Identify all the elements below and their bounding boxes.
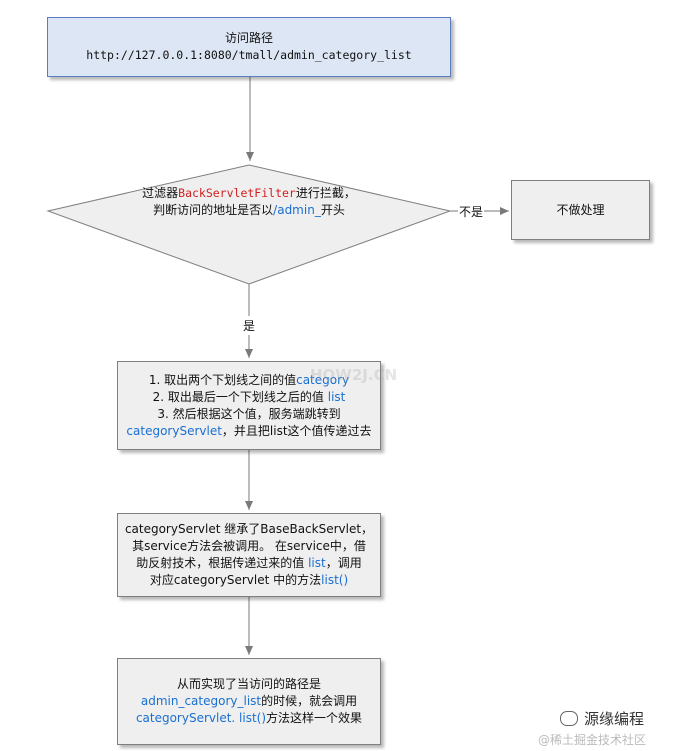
- decision-line1: 过滤器BackServletFilter进行拦截，: [142, 186, 356, 200]
- no-label: 不是: [458, 203, 485, 220]
- start-box: 访问路径 http://127.0.0.1:8080/tmall/admin_c…: [47, 17, 451, 77]
- faint-watermark: HOW2J.CN: [310, 366, 398, 384]
- step2-line2: 其service方法会被调用。 在service中，借: [132, 539, 366, 553]
- step3-line1: 从而实现了当访问的路径是: [176, 677, 321, 691]
- step2-line1: categoryServlet 继承了BaseBackServlet，: [124, 522, 374, 536]
- admin-prefix: /admin_: [273, 203, 321, 217]
- step3-line3: categoryServlet. list()方法这样一个效果: [135, 711, 363, 725]
- step3-line2: admin_category_list的时候，就会调用: [140, 694, 358, 708]
- step1-line1: 1. 取出两个下划线之间的值category: [148, 372, 350, 387]
- step1-line4: categoryServlet，并且把list这个值传递过去: [126, 423, 372, 438]
- step1-box: 1. 取出两个下划线之间的值category 2. 取出最后一个下划线之后的值 …: [117, 361, 381, 450]
- brand-watermark: 源缘编程: [560, 708, 644, 729]
- site-watermark: @稀土掘金技术社区: [538, 733, 647, 747]
- decision-text: 过滤器BackServletFilter进行拦截， 判断访问的地址是否以/adm…: [100, 182, 398, 222]
- step2-box: categoryServlet 继承了BaseBackServlet， 其ser…: [117, 513, 381, 597]
- yes-label: 是: [242, 316, 257, 335]
- start-title: 访问路径: [224, 31, 273, 45]
- start-url: http://127.0.0.1:8080/tmall/admin_catego…: [86, 48, 412, 62]
- step2-line4: 对应categoryServlet 中的方法list(): [149, 573, 349, 587]
- chat-bubble-icon: [560, 711, 578, 726]
- step2-line3: 助反射技术，根据传递过来的值 list，调用: [136, 556, 362, 570]
- no-action-box: 不做处理: [511, 180, 650, 240]
- step3-box: 从而实现了当访问的路径是 admin_category_list的时候，就会调用…: [117, 658, 381, 745]
- decision-line2: 判断访问的地址是否以/admin_开头: [153, 203, 345, 217]
- step1-line3: 3. 然后根据这个值，服务端跳转到: [157, 406, 341, 421]
- step1-line2: 2. 取出最后一个下划线之后的值 list: [152, 389, 346, 404]
- filter-name: BackServletFilter: [178, 186, 296, 200]
